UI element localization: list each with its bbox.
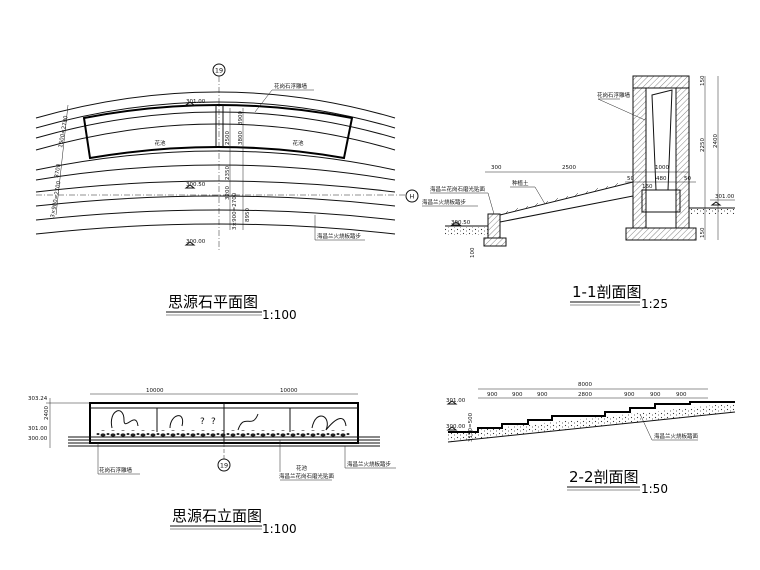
elev-glyph-2: ? — [211, 417, 216, 427]
s11-dim-100: 100 — [470, 247, 476, 258]
s11-dim-h150-bot: 150 — [700, 227, 706, 238]
axis-label-h: H — [410, 193, 415, 201]
elev-scale: 1:100 — [262, 522, 297, 536]
s11-dim-h150-top: 150 — [700, 75, 706, 86]
s11-wall-label: 花岗石浮雕墙 — [597, 91, 631, 99]
s22-dim-left: 3150=500 — [468, 412, 474, 442]
plan-wall-label: 花岗石浮雕墙 — [274, 82, 308, 90]
plan-bed-left-label: 花池 — [154, 139, 166, 147]
s11-dim-50a: 50 — [627, 176, 634, 182]
s11-coping-label: 海昌兰花岗石磨光贴面 — [430, 185, 486, 193]
s22-elev-top: 301.00 — [446, 398, 466, 404]
s11-step-label: 海昌兰火烧板踏步 — [422, 198, 467, 206]
plan-title: 思源石平面图 — [168, 293, 258, 311]
plan-elev-bottom: 300.00 — [186, 239, 206, 245]
elev-dim-v: 2400 — [44, 406, 50, 420]
plan-scale: 1:100 — [262, 308, 297, 322]
s11-elev-right: 301.00 — [715, 194, 735, 200]
elev-glyph-1: ? — [200, 417, 205, 427]
plan-dim-c3: 2350 — [225, 166, 231, 180]
elev-title: 思源石立面图 — [172, 507, 262, 525]
s11-dim-300: 300 — [491, 165, 502, 171]
plan-elev-mid: 300.50 — [186, 182, 206, 188]
axis-label-19-elev: 19 — [220, 462, 228, 470]
plan-dim-c4: 3200 — [225, 186, 231, 200]
s22-step-4: 900 — [624, 392, 635, 398]
elev-elev-3: 300.00 — [28, 436, 48, 442]
s22-step-3: 2800 — [578, 392, 592, 398]
s11-soil-label: 种植土 — [512, 179, 529, 187]
elev-dim-right: 10000 — [280, 388, 298, 394]
elev-step-label: 海昌兰火烧板踏步 — [347, 460, 392, 468]
s22-step-label: 海昌兰火烧板踏面 — [654, 432, 699, 440]
s11-dim-h2400: 2400 — [713, 134, 719, 148]
plan-view: 19 花池 花池 花岗石浮雕墙 301.00 300.50 300.00 150… — [35, 63, 419, 322]
elev-bed-label: 花池 — [296, 464, 308, 472]
s22-step-1: 900 — [512, 392, 523, 398]
plan-dim-c1: 2500 — [225, 131, 231, 145]
s22-step-6: 900 — [676, 392, 687, 398]
plan-dim-c7: 3900 — [238, 111, 244, 125]
plan-dim-c2: 3800 — [238, 131, 244, 145]
elev-elev-1: 303.24 — [28, 396, 48, 402]
elev-coping-label: 海昌兰花岗石磨光贴面 — [279, 472, 335, 480]
s22-title: 2-2剖面图 — [569, 468, 639, 486]
s11-dim-h2250: 2250 — [700, 138, 706, 152]
s11-dim-1000: 1000 — [655, 165, 669, 171]
s11-dim-160: 160 — [642, 184, 653, 190]
plan-bed-right-label: 花池 — [292, 139, 304, 147]
s22-scale: 1:50 — [641, 482, 668, 496]
s22-dim-total: 8000 — [578, 382, 592, 388]
elev-dim-left: 10000 — [146, 388, 164, 394]
s11-elev-left: 300.50 — [451, 220, 471, 226]
s22-step-2: 900 — [537, 392, 548, 398]
plan-dim-c6: 8950 — [245, 208, 251, 222]
s11-scale: 1:25 — [641, 297, 668, 311]
axis-bubble-h — [405, 189, 419, 203]
s22-elev-bottom: 300.00 — [446, 424, 466, 430]
plan-elev-top: 301.00 — [186, 99, 206, 105]
s11-title: 1-1剖面图 — [572, 283, 642, 301]
elev-elev-2: 301.00 — [28, 426, 48, 432]
plan-dim-left-3: 3×900=2700 — [50, 180, 62, 218]
s11-dim-2500: 2500 — [562, 165, 576, 171]
s11-dim-50b: 50 — [684, 176, 691, 182]
s22-step-5: 900 — [650, 392, 661, 398]
plan-dim-c5: 3×900=2700 — [232, 192, 238, 230]
axis-bubble-19-elev — [217, 458, 231, 472]
section-1-1: 300 2500 1000 50 480 50 160 150 2400 225… — [422, 75, 735, 311]
axis-label-19-plan: 19 — [215, 67, 223, 75]
elev-wall-label: 花岗石浮雕墙 — [99, 466, 133, 474]
s22-step-0: 900 — [487, 392, 498, 398]
plan-dim-left-1: 1500=2700 — [58, 115, 70, 149]
plan-steps-label: 海昌兰火烧板踏步 — [317, 232, 362, 240]
s11-dim-480: 480 — [656, 176, 667, 182]
elevation-view: 10000 10000 ? ? 303.24 301.00 300.00 240… — [28, 388, 396, 536]
plan-dim-left-2: 3700 — [54, 163, 62, 178]
section-2-2: 8000 900 900 900 2800 900 900 900 301.00… — [446, 382, 736, 496]
